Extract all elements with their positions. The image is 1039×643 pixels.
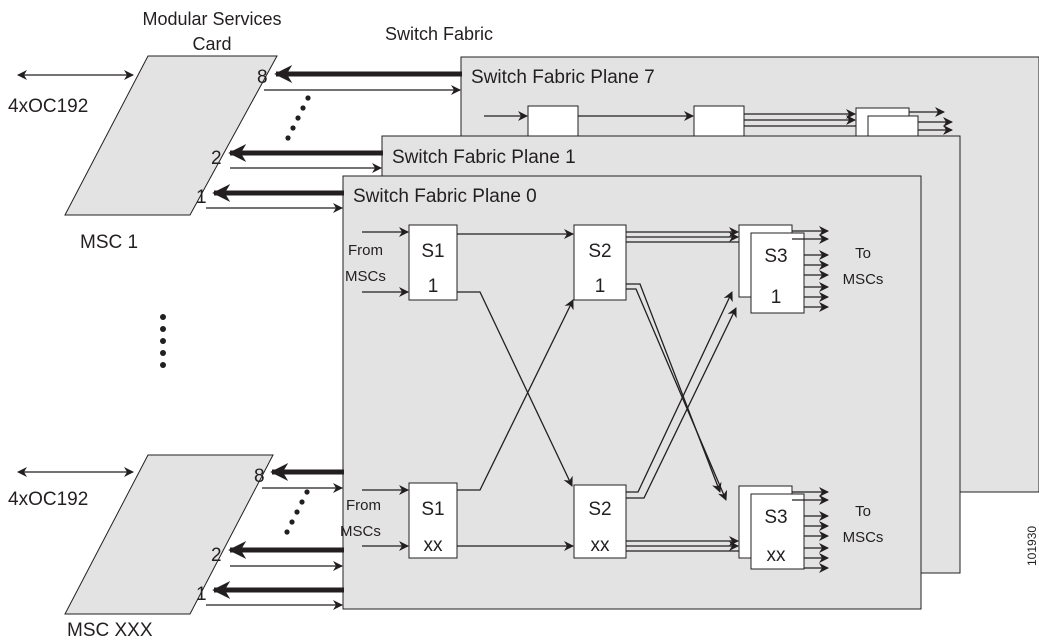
stage-s3-bottom-name: S3 — [764, 507, 787, 528]
stage-s2-bottom: S2 xx — [573, 484, 627, 559]
from-msc-bottom-line2: MSCs — [340, 523, 381, 540]
stage-s2-bottom-num: xx — [591, 535, 611, 556]
stage-s2-bottom-name: S2 — [588, 499, 611, 520]
from-msc-top-line2: MSCs — [345, 268, 386, 285]
stage-s1-bottom: S1 xx — [408, 482, 458, 559]
s3-top-outputs — [792, 226, 829, 312]
stage-s1-bottom-num: xx — [424, 535, 444, 556]
msc-top-name: MSC 1 — [80, 232, 138, 253]
stage-s1-top-num: 1 — [428, 276, 439, 297]
msc-bottom-interface: 4xOC192 — [8, 489, 88, 510]
plane-7-title: Switch Fabric Plane 7 — [471, 67, 655, 88]
msc-top-interface: 4xOC192 — [8, 96, 88, 117]
stage-s3-top-name: S3 — [764, 246, 787, 267]
figure-id: 101930 — [1025, 526, 1039, 566]
switch-fabric-label: Switch Fabric — [385, 24, 493, 44]
stage-s1-top: S1 1 — [408, 224, 458, 301]
plane-0-title: Switch Fabric Plane 0 — [353, 186, 537, 207]
port-ellipsis-top — [285, 95, 311, 141]
msc-bottom-port-1: 1 — [196, 584, 207, 605]
msc-bottom-port-8: 8 — [254, 466, 265, 487]
card-label-line2: Card — [192, 34, 231, 54]
card-ellipsis — [160, 314, 166, 368]
msc-bottom-port-2: 2 — [211, 545, 222, 566]
card-label-line1: Modular Services — [142, 9, 281, 29]
stage-s2-top-name: S2 — [588, 241, 611, 262]
stage-s1-top-name: S1 — [421, 241, 444, 262]
stage-s3-bottom: S3 xx — [738, 485, 805, 570]
stage-s1-bottom-name: S1 — [421, 499, 444, 520]
msc-bottom-name: MSC XXX — [67, 620, 153, 641]
from-msc-top-line1: From — [348, 242, 383, 259]
to-msc-bottom-line1: To — [855, 503, 871, 520]
msc-top-port-8: 8 — [257, 67, 268, 88]
stage-s3-bottom-num: xx — [767, 545, 787, 566]
from-msc-bottom-line1: From — [346, 497, 381, 514]
to-msc-bottom-line2: MSCs — [843, 529, 884, 546]
stage-s2-top-num: 1 — [595, 276, 606, 297]
s3-bottom-outputs — [792, 487, 829, 573]
stage-s3-top: S3 1 — [738, 224, 805, 314]
plane-1-title: Switch Fabric Plane 1 — [392, 147, 576, 168]
to-msc-top-line1: To — [855, 245, 871, 262]
stage-s3-top-num: 1 — [771, 287, 782, 308]
msc-card-bottom: 8 2 1 MSC XXX 4xOC192 — [8, 454, 344, 641]
port-ellipsis-bottom — [284, 489, 310, 535]
msc-card-top: 8 2 1 MSC 1 4xOC192 — [8, 55, 462, 253]
msc-top-port-2: 2 — [211, 148, 222, 169]
msc-top-port-1: 1 — [196, 187, 207, 208]
to-msc-top-line2: MSCs — [843, 271, 884, 288]
stage-s2-top: S2 1 — [573, 224, 627, 301]
